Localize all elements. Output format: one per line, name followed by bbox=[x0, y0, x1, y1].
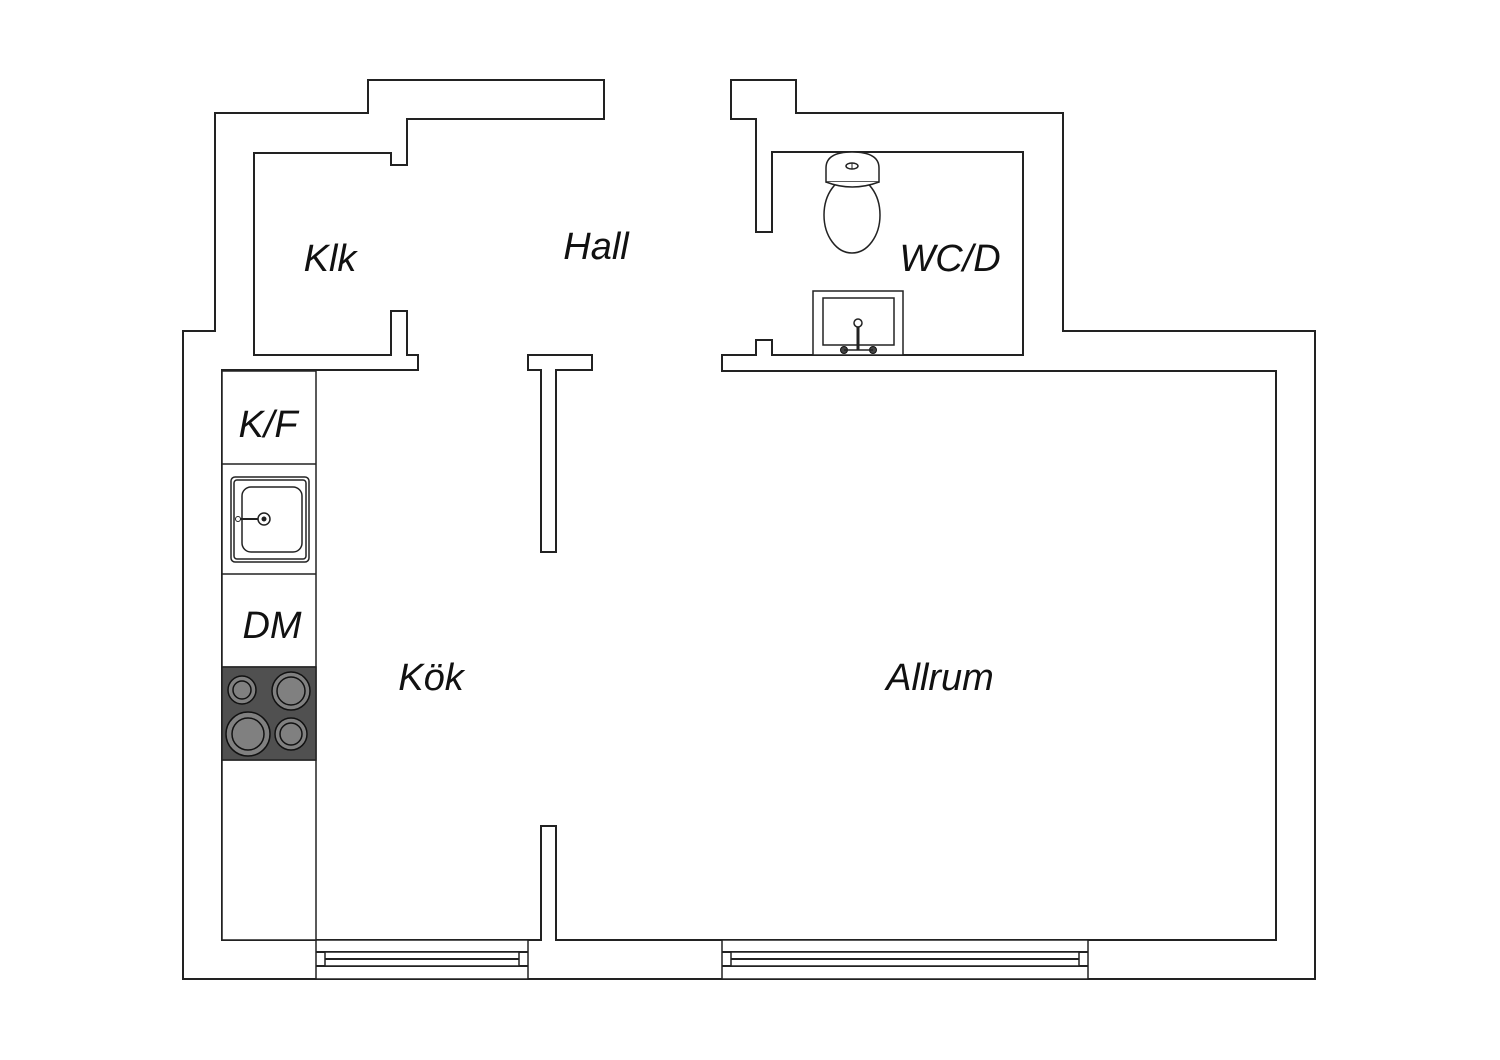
room-label-klk: Klk bbox=[304, 238, 359, 280]
kitchen-counter bbox=[221, 370, 317, 941]
room-label-kf: K/F bbox=[238, 404, 299, 446]
room-label-dm: DM bbox=[242, 605, 301, 647]
room-label-allrum: Allrum bbox=[884, 657, 994, 699]
partition-wall bbox=[527, 354, 593, 553]
walls bbox=[182, 79, 1316, 980]
room-label-wc: WC/D bbox=[899, 238, 1000, 280]
room-label-hall: Hall bbox=[563, 226, 630, 268]
stove-icon bbox=[221, 666, 317, 761]
bathroom-sink-icon bbox=[812, 290, 904, 356]
toilet-icon bbox=[823, 151, 881, 254]
window-allrum bbox=[721, 939, 1089, 980]
kitchen-sink-icon bbox=[230, 476, 310, 563]
window-kitchen bbox=[315, 939, 529, 980]
room-label-kok: Kök bbox=[398, 657, 465, 699]
